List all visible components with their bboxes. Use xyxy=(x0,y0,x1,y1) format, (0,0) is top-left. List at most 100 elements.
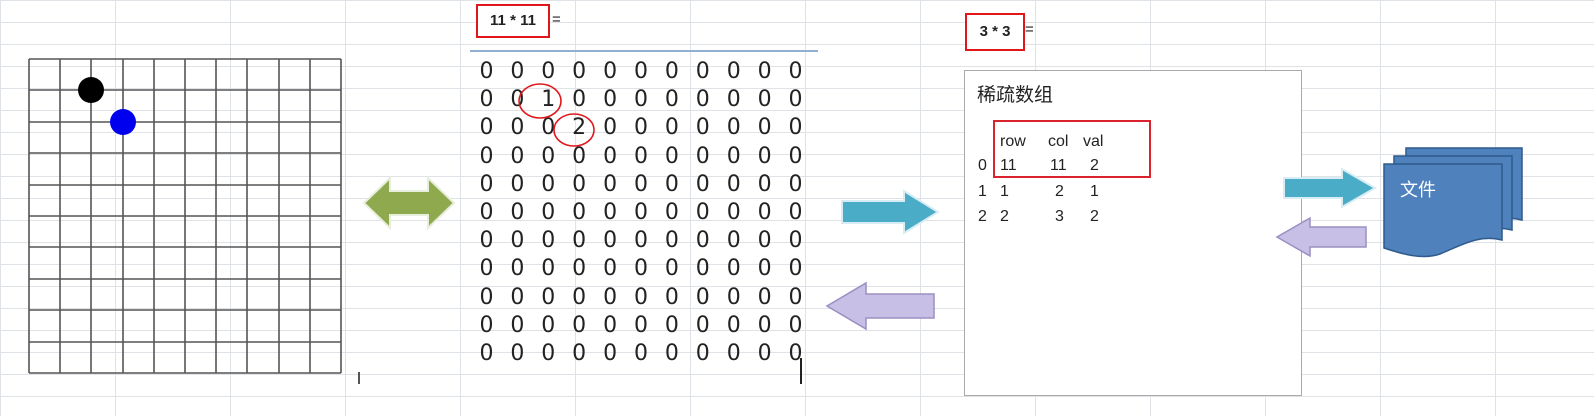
matrix-cell: 0 xyxy=(510,59,525,84)
matrix-cell: 0 xyxy=(603,87,618,113)
matrix-cell: 0 xyxy=(757,340,772,366)
matrix-cell: 0 xyxy=(726,87,741,113)
sparse-cell-1-val: 1 xyxy=(1090,183,1099,200)
sparse-cell-1-row: 1 xyxy=(1000,183,1009,200)
matrix-cell: 0 xyxy=(757,143,772,169)
matrix-cell: 0 xyxy=(603,143,618,169)
row-index-1: 1 xyxy=(978,183,987,200)
matrix-cell: 0 xyxy=(572,228,587,254)
matrix-cell: 0 xyxy=(479,256,494,282)
matrix-cell: 0 xyxy=(726,284,741,310)
matrix-cell: 0 xyxy=(572,171,587,197)
matrix-cell: 0 xyxy=(572,59,587,84)
equals-sign: = xyxy=(552,11,561,28)
sparse-cell-0-col: 11 xyxy=(1050,157,1067,174)
matrix-cell: 0 xyxy=(633,199,648,225)
double-arrow-green xyxy=(362,175,456,231)
matrix-cell: 0 xyxy=(788,143,803,169)
matrix-cell: 0 xyxy=(603,228,618,254)
matrix-cell: 0 xyxy=(603,59,618,84)
matrix-cell: 0 xyxy=(479,115,494,141)
matrix-cell: 0 xyxy=(541,340,556,366)
matrix-cell: 0 xyxy=(788,59,803,84)
matrix-cell: 0 xyxy=(695,340,710,366)
header-row: row xyxy=(1000,133,1026,150)
matrix-cell: 0 xyxy=(479,312,494,338)
matrix-cell: 0 xyxy=(633,256,648,282)
matrix-cell: 0 xyxy=(633,284,648,310)
matrix-cell: 0 xyxy=(695,87,710,113)
matrix-cell: 0 xyxy=(695,115,710,141)
sparse-array-title: 稀疏数组 xyxy=(977,85,1054,106)
matrix-cell: 0 xyxy=(757,115,772,141)
matrix-cell: 0 xyxy=(664,59,679,84)
black-stone xyxy=(78,77,104,103)
sparse-cell-2-val: 2 xyxy=(1090,208,1099,225)
matrix-cell: 0 xyxy=(788,171,803,197)
matrix-cell: 0 xyxy=(510,143,525,169)
matrix-cell: 0 xyxy=(664,87,679,113)
matrix-cell: 0 xyxy=(479,199,494,225)
matrix-cell: 0 xyxy=(510,171,525,197)
matrix-cell: 0 xyxy=(541,143,556,169)
matrix-cell: 0 xyxy=(572,340,587,366)
matrix-cell: 0 xyxy=(633,312,648,338)
matrix-cell: 0 xyxy=(541,312,556,338)
matrix-cell: 0 xyxy=(664,284,679,310)
matrix-cell: 0 xyxy=(541,228,556,254)
matrix-cell: 0 xyxy=(633,87,648,113)
matrix-cell: 0 xyxy=(510,199,525,225)
matrix-cell: 0 xyxy=(633,228,648,254)
matrix-cell: 0 xyxy=(633,115,648,141)
matrix-cell: 0 xyxy=(633,340,648,366)
arrow-to-sparse xyxy=(841,189,940,235)
matrix-cell: 0 xyxy=(572,284,587,310)
equals-sign-2: = xyxy=(1025,21,1034,38)
highlight-circle-2 xyxy=(553,113,595,147)
arrow-from-file xyxy=(1275,216,1367,258)
matrix-cell: 0 xyxy=(541,59,556,84)
matrix-cell: 0 xyxy=(695,199,710,225)
matrix-cell: 0 xyxy=(726,228,741,254)
matrix-cell: 0 xyxy=(541,256,556,282)
matrix-cell: 0 xyxy=(479,59,494,84)
matrix-cell: 0 xyxy=(603,284,618,310)
matrix-cell: 0 xyxy=(603,340,618,366)
matrix-cell: 0 xyxy=(664,115,679,141)
matrix-cell: 0 xyxy=(757,87,772,113)
matrix-cell: 0 xyxy=(572,199,587,225)
matrix-cell: 0 xyxy=(788,115,803,141)
cell-marker xyxy=(358,372,360,384)
row-index-2: 2 xyxy=(978,208,987,225)
matrix-cell: 0 xyxy=(479,284,494,310)
matrix-cell: 0 xyxy=(510,284,525,310)
matrix-cell: 0 xyxy=(479,87,494,113)
matrix-cell: 0 xyxy=(510,228,525,254)
matrix-cell: 0 xyxy=(603,171,618,197)
sparse-cell-2-col: 3 xyxy=(1055,208,1064,225)
file-stack-icon xyxy=(1383,147,1523,258)
matrix-cell: 0 xyxy=(510,312,525,338)
matrix-cell: 0 xyxy=(572,143,587,169)
matrix-cell: 0 xyxy=(664,143,679,169)
matrix-cell: 0 xyxy=(664,171,679,197)
matrix-cell: 0 xyxy=(726,171,741,197)
matrix-cell: 0 xyxy=(726,312,741,338)
matrix-cell: 0 xyxy=(633,59,648,84)
matrix-cell: 0 xyxy=(726,199,741,225)
value-highlight-circles xyxy=(518,83,595,147)
matrix-cell: 0 xyxy=(479,228,494,254)
matrix-cell: 0 xyxy=(541,115,556,141)
matrix-cell: 0 xyxy=(726,256,741,282)
text-cursor xyxy=(800,358,802,384)
sparse-cell-0-row: 11 xyxy=(1000,157,1017,174)
sparse-array-panel xyxy=(964,70,1302,396)
matrix-cell: 0 xyxy=(788,256,803,282)
